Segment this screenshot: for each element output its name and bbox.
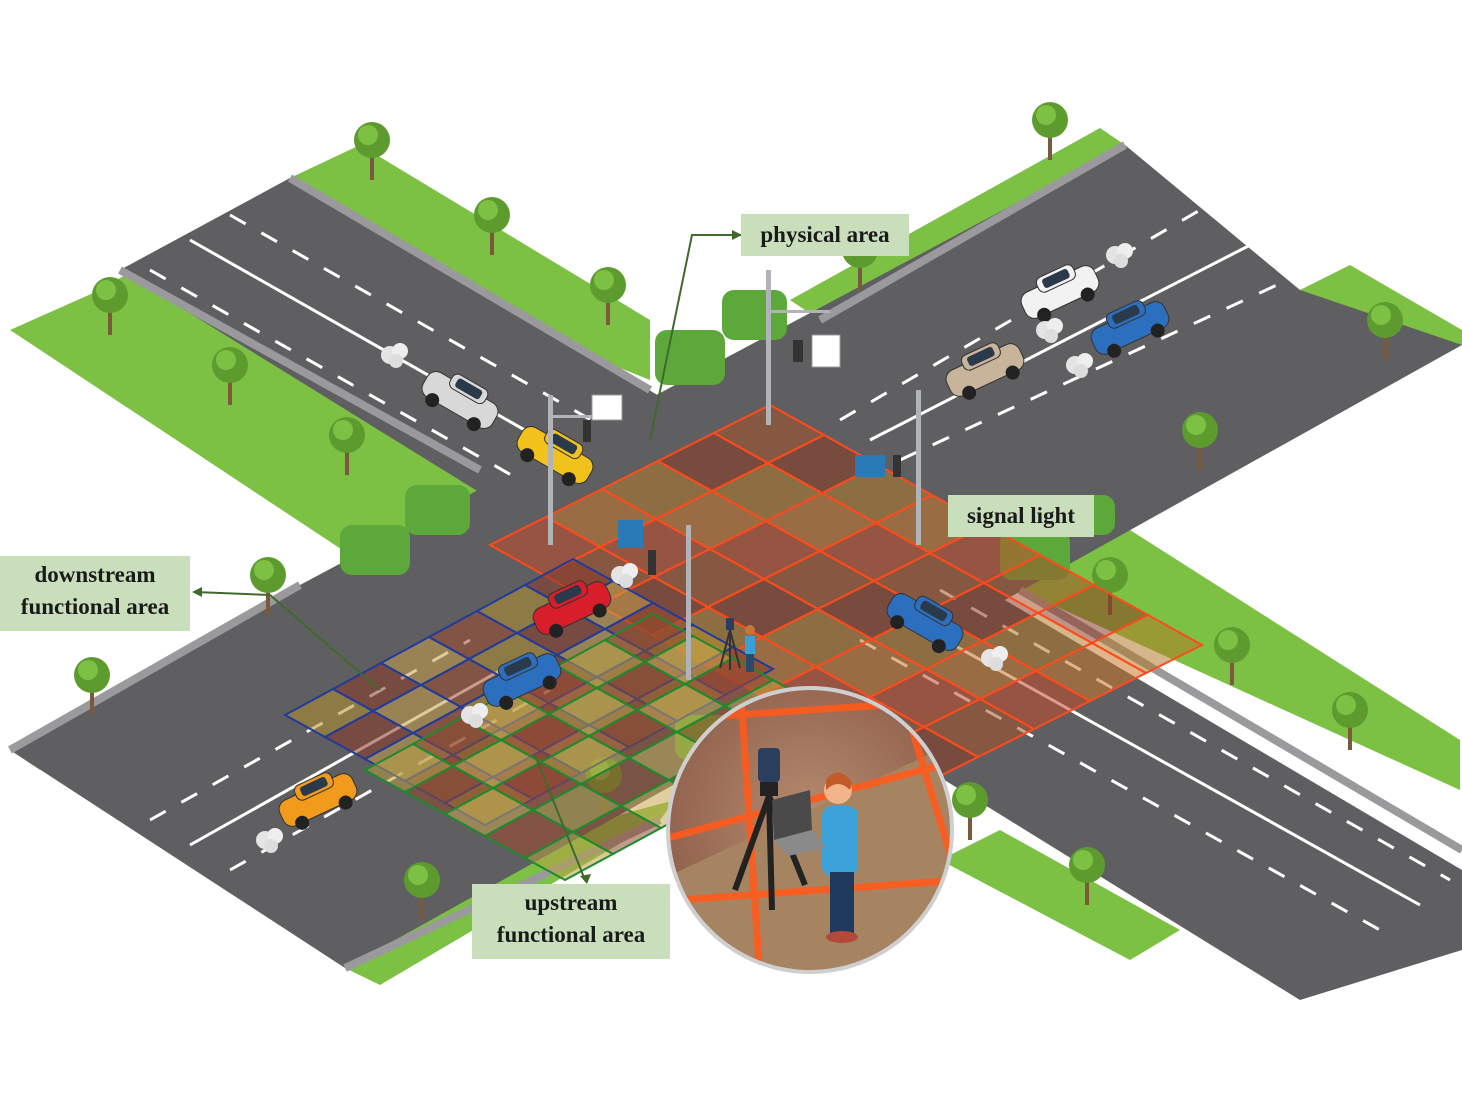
car-icon: [1090, 300, 1170, 358]
exhaust-cloud-icon: [981, 646, 1008, 671]
exhaust-cloud-icon: [256, 828, 283, 853]
hedge: [340, 485, 470, 575]
lidar-tripod-icon: [719, 618, 741, 670]
lane-sign-icon: [618, 520, 643, 548]
downstream-functional-area-label: downstream functional area: [0, 556, 190, 631]
upstream-leader: [534, 754, 586, 881]
grass-top-left: [10, 270, 480, 555]
exhaust-cloud-icon: [1066, 353, 1093, 378]
grid-cell: [1089, 613, 1205, 675]
exhaust-cloud-icon: [1106, 243, 1133, 268]
tree-icon: [74, 657, 110, 715]
tree-icon: [404, 862, 440, 920]
tree-icon: [329, 417, 365, 475]
exhaust-cloud-icon: [1036, 318, 1063, 343]
tree-icon: [1214, 627, 1250, 685]
tree-icon: [1032, 102, 1068, 160]
tree-icon: [590, 267, 626, 325]
upstream-text-line2: functional area: [496, 922, 646, 947]
tree-icon: [212, 347, 248, 405]
car-icon: [532, 580, 612, 638]
tree-icon: [92, 277, 128, 335]
trees: [74, 102, 1403, 920]
tree-icon: [1332, 692, 1368, 750]
traffic-light-icon: [618, 520, 691, 680]
downstream-leader: [194, 591, 381, 691]
tree-icon: [1182, 412, 1218, 470]
signal-poles: [548, 270, 921, 680]
tree-icon: [354, 122, 390, 180]
car-icon: [278, 772, 358, 830]
exhaust-cloud-icon: [461, 703, 488, 728]
physical-area-text: physical area: [760, 222, 890, 247]
grass-top-right: [790, 128, 1125, 320]
exhaust-cloud-icon: [611, 563, 638, 588]
physical-area-label: physical area: [741, 214, 909, 256]
tree-icon: [1069, 847, 1105, 905]
leader-lines: [192, 230, 742, 884]
downstream-text-line2: functional area: [20, 594, 170, 619]
tree-icon: [1367, 302, 1403, 360]
traffic-light-icon: [548, 394, 623, 545]
tree-icon: [952, 782, 988, 840]
car-icon: [421, 371, 499, 432]
car-icon: [886, 593, 964, 654]
laptop-icon: [772, 790, 826, 856]
car-icon: [516, 426, 594, 487]
tree-icon: [250, 557, 286, 615]
car-icon: [1020, 264, 1100, 322]
physical-area-leader: [649, 234, 742, 441]
upstream-functional-area-grid: [362, 612, 856, 882]
traffic-light-icon: [855, 390, 921, 545]
upstream-functional-area-label: upstream functional area: [472, 884, 670, 959]
car-icon: [945, 342, 1025, 400]
upstream-text-line1: upstream: [524, 890, 618, 915]
tree-icon: [474, 197, 510, 255]
person-icon: [822, 772, 858, 943]
signal-light-label: signal light: [948, 495, 1094, 537]
person-icon: [745, 625, 755, 672]
car-icon: [482, 652, 562, 710]
traffic-light-icon: [766, 270, 841, 425]
cars: [256, 243, 1170, 853]
exhaust-cloud-icon: [381, 343, 408, 368]
signal-light-text: signal light: [966, 503, 1075, 528]
downstream-text-line1: downstream: [34, 562, 156, 587]
